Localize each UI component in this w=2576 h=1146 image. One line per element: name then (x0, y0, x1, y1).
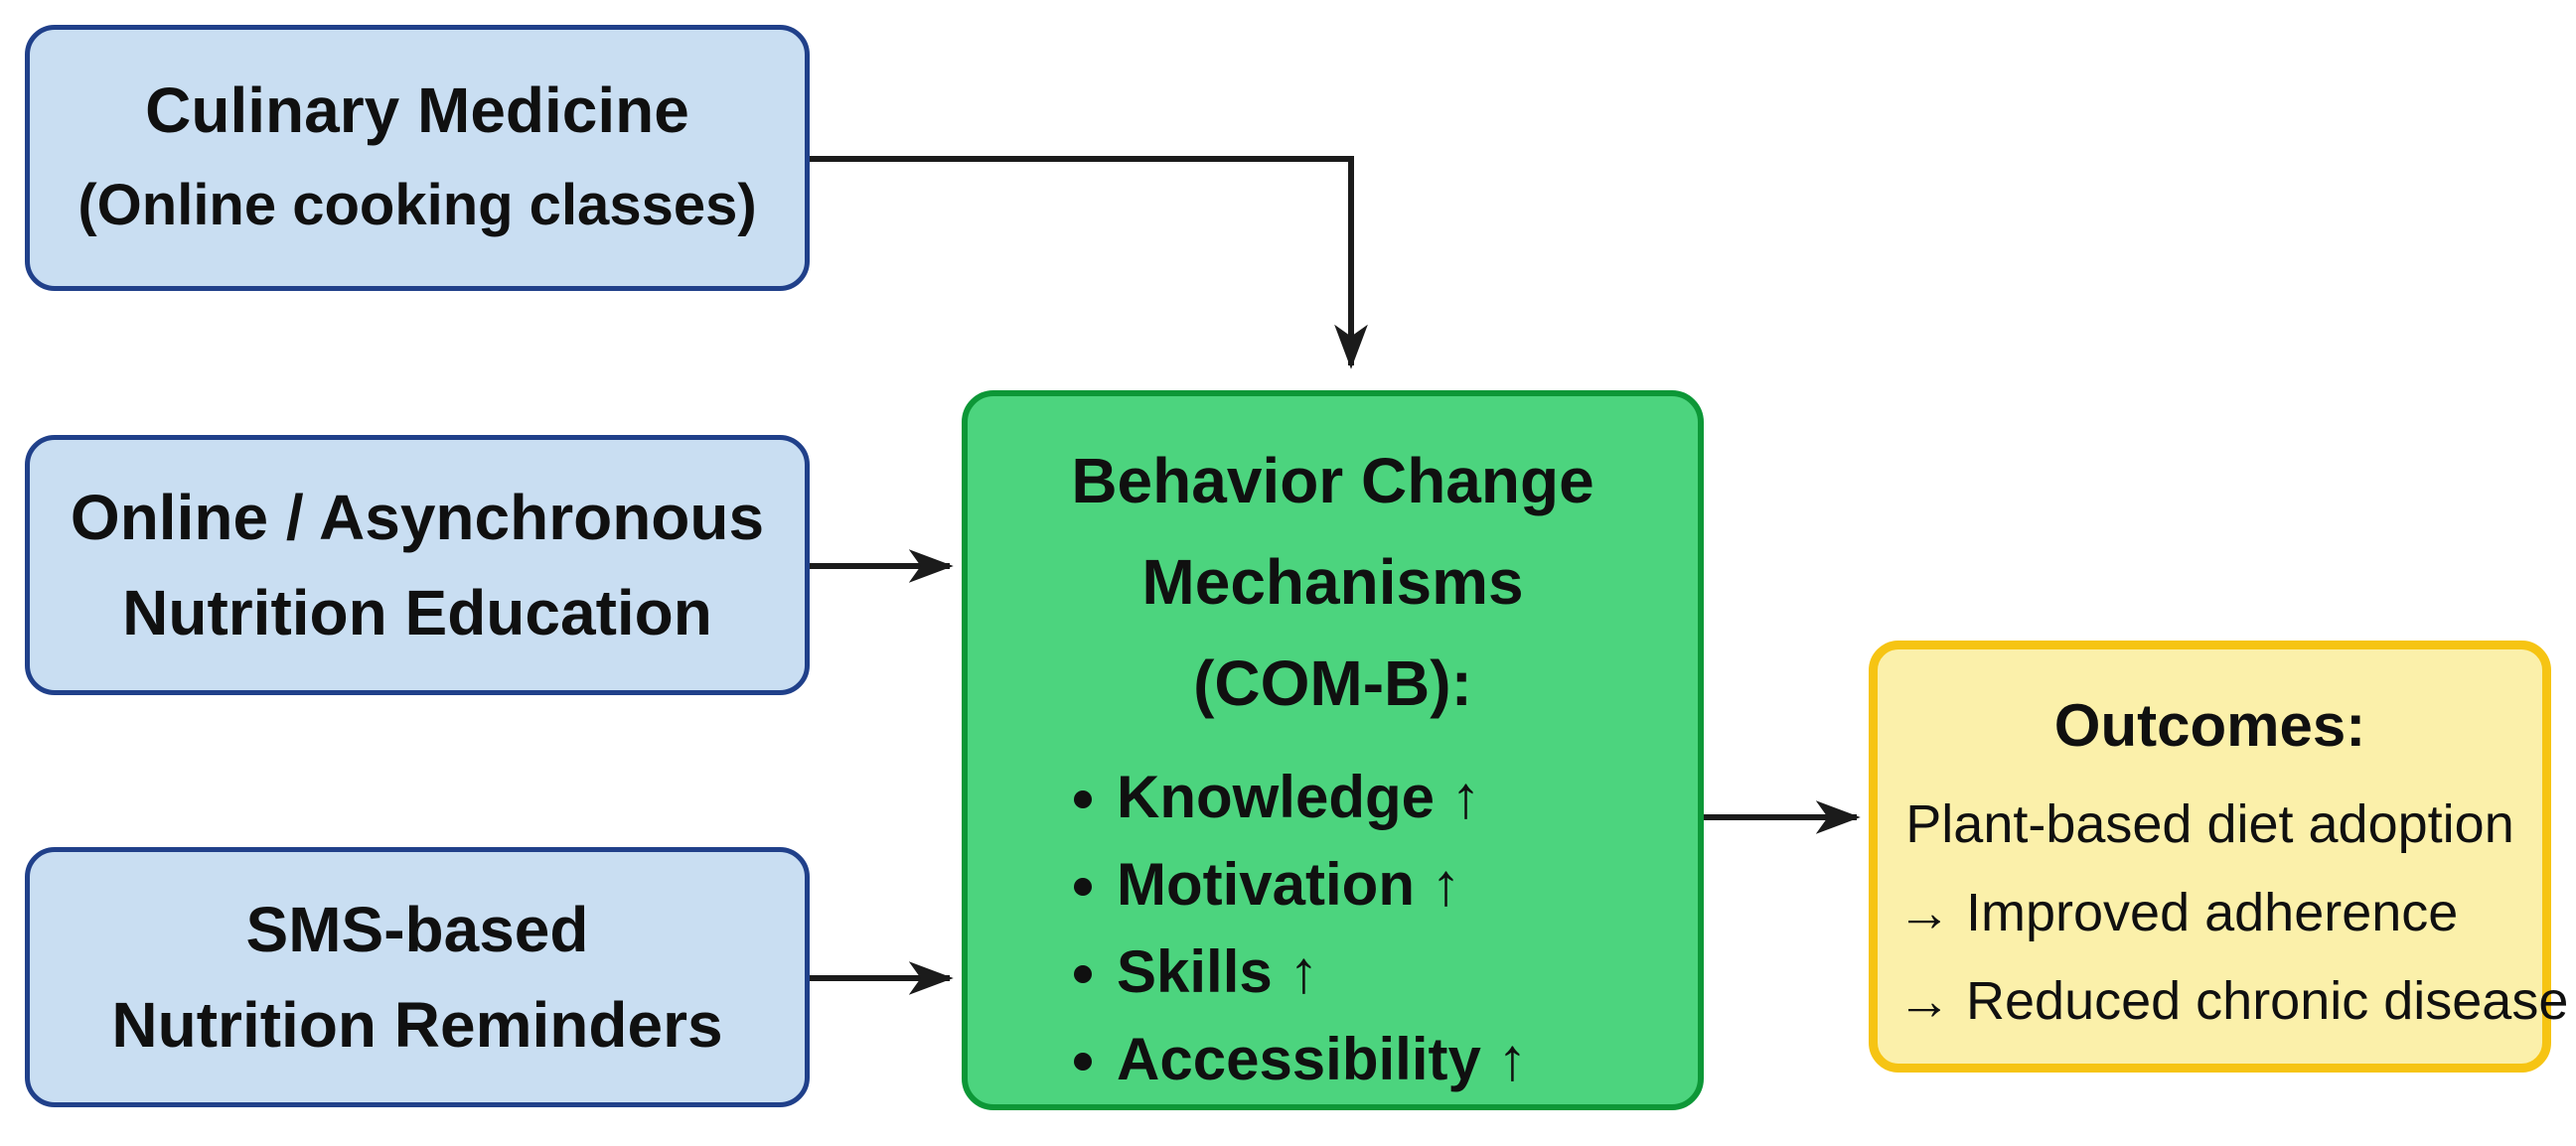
mechanisms-title-line-3: (COM-B): (1193, 647, 1472, 719)
bullet-motivation: Motivation ↑ (1117, 841, 1528, 929)
input-box-sms-reminders: SMS-based Nutrition Reminders (25, 847, 810, 1107)
mechanisms-bullet-list: Knowledge ↑ Motivation ↑ Skills ↑ Access… (968, 754, 1528, 1103)
input-box-online-nutrition-education: Online / Asynchronous Nutrition Educatio… (25, 435, 810, 695)
mechanisms-title-line-2: Mechanisms (1141, 546, 1524, 618)
online-education-line-2: Nutrition Education (122, 577, 712, 648)
outcomes-title: Outcomes: (2053, 692, 2366, 759)
culinary-medicine-title: Culinary Medicine (145, 74, 689, 146)
arrow-culinary-to-mechanisms (810, 156, 1368, 369)
outcome-improved-adherence: → Improved adherence (1897, 883, 2459, 942)
outcome-diet-adoption: Plant-based diet adoption (1905, 794, 2514, 854)
mechanisms-box: Behavior Change Mechanisms (COM-B): Know… (962, 390, 1704, 1110)
mechanisms-title: Behavior Change Mechanisms (COM-B): (968, 430, 1698, 734)
bullet-skills: Skills ↑ (1117, 929, 1528, 1016)
sms-reminders-line-1: SMS-based (245, 894, 589, 965)
input-box-culinary-medicine: Culinary Medicine (Online cooking classe… (25, 25, 810, 291)
outcomes-box: Outcomes: Plant-based diet adoption → Im… (1869, 641, 2569, 1073)
outcome-reduced-chronic-disease: → Reduced chronic disease (1897, 971, 2569, 1031)
bullet-accessibility: Accessibility ↑ (1117, 1016, 1528, 1103)
sms-reminders-line-2: Nutrition Reminders (111, 989, 723, 1061)
culinary-medicine-subtitle: (Online cooking classes) (77, 173, 757, 237)
online-education-line-1: Online / Asynchronous (70, 482, 765, 553)
mechanisms-title-line-1: Behavior Change (1071, 445, 1594, 516)
bullet-knowledge: Knowledge ↑ (1117, 754, 1528, 841)
